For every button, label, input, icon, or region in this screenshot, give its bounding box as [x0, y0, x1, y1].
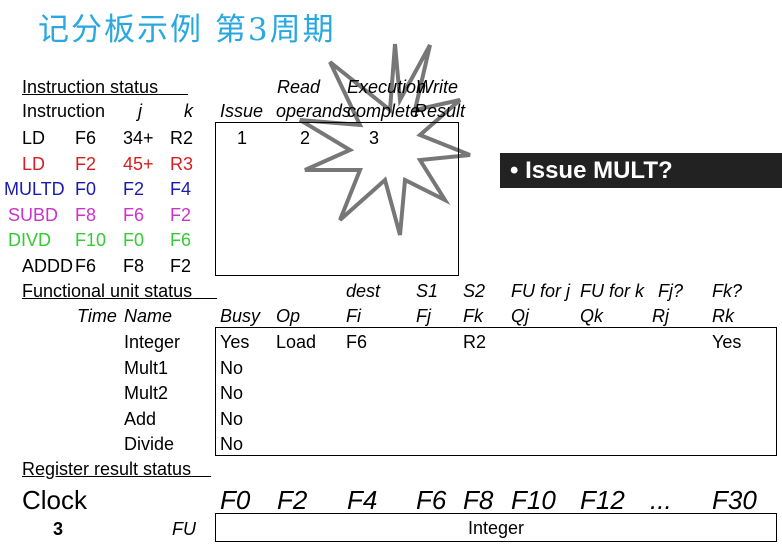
fu-op: Load [276, 332, 317, 352]
header-j: j [138, 101, 142, 121]
register-ellipsis: ... [650, 485, 672, 515]
issue-mult-callout: • Issue MULT? [500, 153, 782, 188]
header-fj-ready: Fj? [658, 281, 684, 301]
instruction-j: 34+ [123, 128, 154, 148]
fu-name: Mult2 [124, 383, 169, 403]
instruction-op: LD [22, 153, 46, 174]
instruction-status-box [215, 122, 459, 276]
instruction-dest: F6 [75, 128, 97, 148]
instruction-k: F4 [170, 179, 192, 199]
instruction-op: DIVD [8, 230, 52, 250]
header-name: Name [124, 306, 173, 326]
header-complete: complete [347, 101, 421, 121]
register-f12: F12 [580, 485, 625, 515]
header-dest: dest [346, 281, 381, 301]
clock-label: Clock [22, 485, 88, 515]
fu-busy: No [220, 434, 244, 454]
instruction-dest: F6 [75, 255, 97, 276]
instruction-j: F0 [123, 230, 145, 250]
exec-cycle: 3 [369, 128, 380, 148]
header-fk-ready: Fk? [712, 281, 743, 301]
instruction-dest: F2 [75, 153, 97, 174]
fu-fk: R2 [463, 332, 487, 352]
slide-title: 记分板示例 第3周期 [38, 12, 336, 48]
header-issue: Issue [220, 101, 264, 121]
instruction-j: 45+ [123, 153, 154, 174]
fu-busy: No [220, 357, 244, 378]
header-rk: Rk [712, 306, 734, 326]
instruction-k: R2 [170, 128, 194, 148]
instruction-dest: F0 [75, 179, 97, 199]
instruction-j: F8 [123, 255, 145, 276]
register-fu-box: Integer [215, 513, 777, 542]
header-read: Read [277, 77, 321, 97]
instruction-dest: F10 [75, 230, 107, 250]
header-result: Result [414, 101, 466, 121]
fu-status-box [215, 327, 777, 456]
header-rj: Rj [652, 306, 669, 326]
header-operands: operands [276, 101, 352, 121]
header-qj: Qj [511, 306, 529, 326]
fu-rk: Yes [712, 332, 742, 352]
read-cycle: 2 [300, 128, 311, 148]
instruction-op: MULTD [4, 179, 65, 199]
header-fi: Fi [346, 306, 361, 326]
instruction-k: F2 [170, 255, 192, 276]
header-write: Write [416, 77, 458, 97]
fu-name: Integer [124, 332, 181, 352]
register-f8: F8 [463, 485, 494, 515]
instruction-k: F6 [170, 230, 192, 250]
instruction-op: ADDD [22, 255, 74, 276]
register-f2: F2 [277, 485, 308, 515]
instruction-status-heading: Instruction status [22, 77, 159, 97]
header-instruction: Instruction [22, 101, 106, 121]
header-fk: Fk [463, 306, 483, 326]
header-fj: Fj [416, 306, 431, 326]
instruction-k: R3 [170, 153, 194, 174]
fu-busy: No [220, 383, 244, 403]
instruction-op: LD [22, 128, 46, 148]
clock-value: 3 [53, 519, 64, 539]
fu-name: Mult1 [124, 357, 169, 378]
instruction-dest: F8 [75, 204, 97, 225]
register-f0: F0 [220, 485, 251, 515]
fu-label: FU [172, 519, 196, 539]
header-qk: Qk [580, 306, 604, 326]
fu-status-heading: Functional unit status [22, 281, 193, 301]
register-status-heading: Register result status [22, 459, 192, 479]
header-s1: S1 [416, 281, 439, 301]
instruction-k: F2 [170, 204, 192, 225]
fu-fi: F6 [346, 332, 368, 352]
header-fu-for-k: FU for k [580, 281, 645, 301]
header-s2: S2 [463, 281, 486, 301]
instruction-j: F2 [123, 179, 145, 199]
fu-busy: Yes [220, 332, 250, 352]
header-op: Op [276, 306, 301, 326]
register-f4: F4 [347, 485, 378, 515]
header-execution: Execution [347, 77, 427, 97]
header-busy: Busy [220, 306, 261, 326]
fu-name: Divide [124, 434, 175, 454]
register-fu-value: Integer [467, 518, 525, 538]
instruction-j: F6 [123, 204, 145, 225]
header-fu-for-j: FU for j [511, 281, 571, 301]
header-time: Time [77, 306, 117, 326]
register-f30: F30 [712, 485, 757, 515]
issue-cycle: 1 [237, 128, 248, 148]
instruction-op: SUBD [8, 204, 59, 225]
fu-name: Add [124, 408, 157, 429]
fu-busy: No [220, 408, 244, 429]
register-f6: F6 [416, 485, 447, 515]
header-k: k [184, 101, 193, 121]
register-f10: F10 [511, 485, 556, 515]
